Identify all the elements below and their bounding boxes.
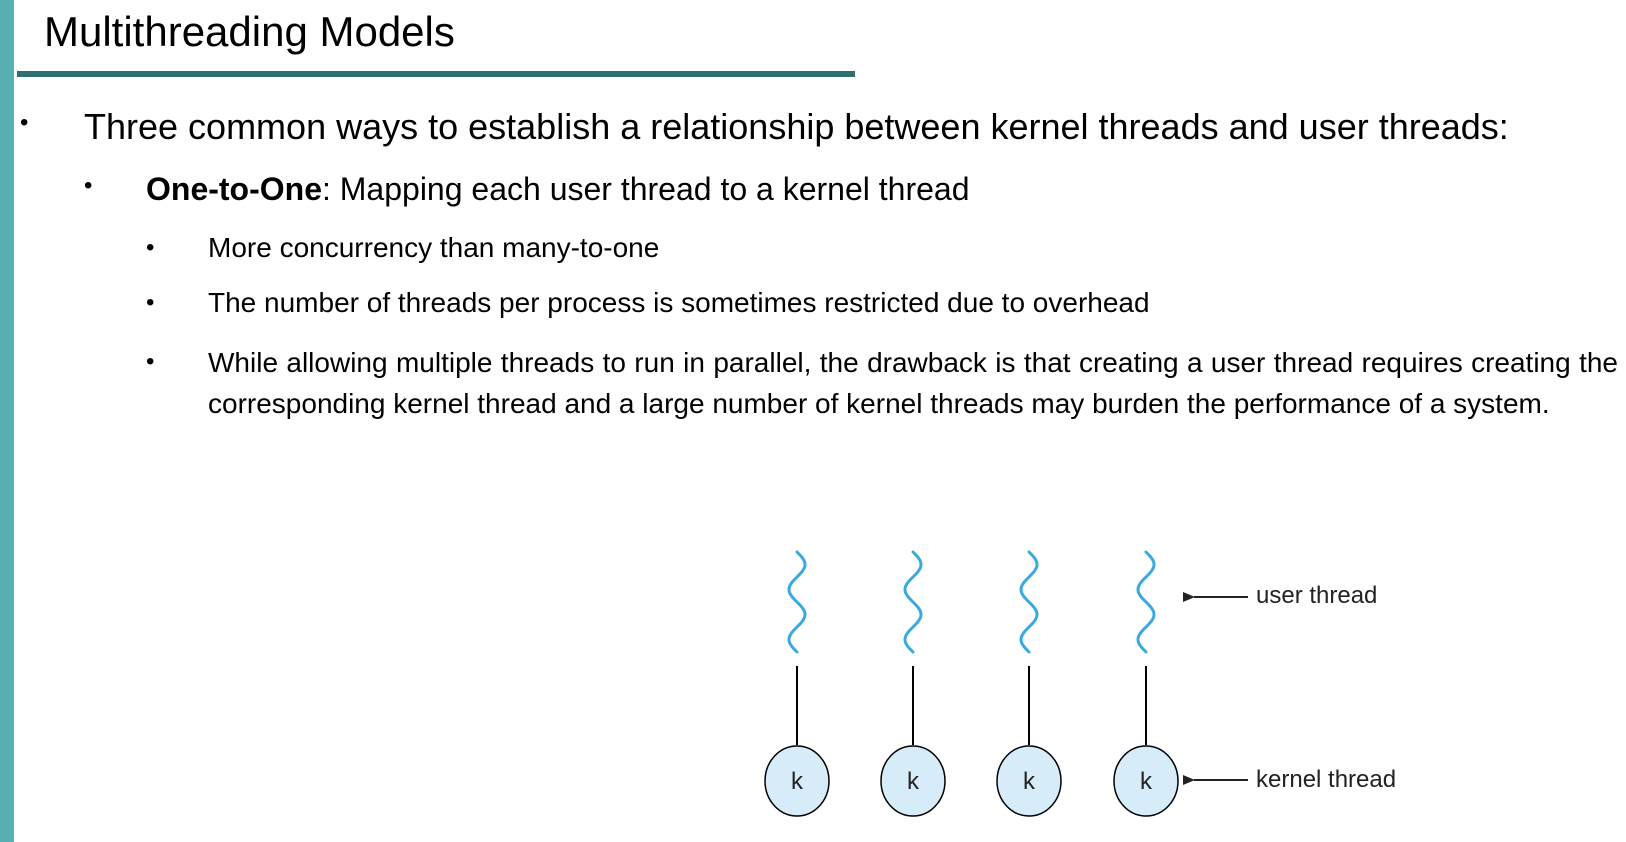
kernel-node-label: k <box>1023 768 1036 795</box>
point-concurrency: More concurrency than many-to-one <box>208 232 660 263</box>
kernel-thread-node <box>996 745 1062 817</box>
user-thread-wave <box>1136 550 1156 654</box>
user-thread-label: user thread <box>1256 582 1378 609</box>
slide-title: Multithreading Models <box>44 8 455 55</box>
kernel-thread-label: kernel thread <box>1256 766 1397 793</box>
bullet-marker: • <box>146 348 155 375</box>
user-thread-wave <box>1019 550 1039 654</box>
kernel-node-label: k <box>907 768 920 795</box>
point-overhead: The number of threads per process is som… <box>208 287 1150 318</box>
title-underline <box>17 71 855 77</box>
intro-text: Three common ways to establish a relatio… <box>84 106 1509 147</box>
bullet-marker: • <box>20 109 29 136</box>
kernel-node-label: k <box>1140 768 1153 795</box>
kernel-node-label: k <box>791 768 804 795</box>
model-description: : Mapping each user thread to a kernel t… <box>321 171 970 207</box>
model-name: One-to-One <box>146 171 322 207</box>
bullet-marker: • <box>146 234 155 261</box>
point-drawback: While allowing multiple threads to run i… <box>208 347 1618 419</box>
bullet-marker: • <box>146 289 155 316</box>
model-heading: One-to-One: Mapping each user thread to … <box>146 169 970 209</box>
kernel-thread-node <box>1113 745 1179 817</box>
user-thread-wave <box>787 550 807 654</box>
bullet-marker: • <box>84 172 93 199</box>
kernel-thread-node <box>880 745 946 817</box>
user-thread-wave <box>903 550 923 654</box>
left-accent-bar <box>0 0 14 842</box>
kernel-thread-node <box>764 745 830 817</box>
